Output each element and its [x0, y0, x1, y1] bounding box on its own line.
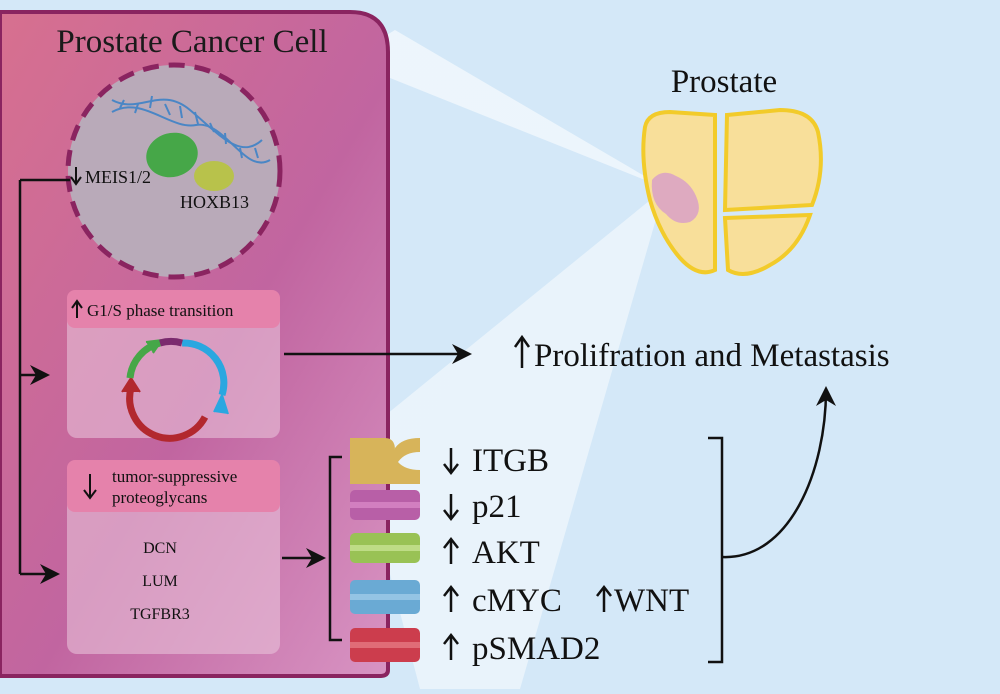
- gene-dcn: DCN: [143, 540, 177, 557]
- receptor-cmyc-icon: [350, 580, 420, 614]
- g1s-label: G1/S phase transition: [87, 301, 234, 320]
- gene-lum: LUM: [142, 573, 178, 590]
- hoxb13-protein-icon: [194, 161, 234, 191]
- zoom-beam-upper: [345, 30, 665, 188]
- receptor-psmad2-icon: [350, 628, 420, 662]
- receptor-p21-icon: [350, 490, 420, 520]
- signal-itgb-label: ITGB: [472, 443, 549, 479]
- g1s-up-arrow-icon: [71, 299, 83, 318]
- receptor-itgb-icon: [350, 438, 420, 484]
- proteoglycan-box: tumor-suppressive proteoglycans DCN LUM …: [67, 460, 280, 654]
- signal-p21-label: p21: [472, 489, 522, 525]
- signaling-left-bracket: [328, 455, 342, 642]
- cell-cycle-box: G1/S phase transition: [67, 290, 280, 442]
- proteoglycan-label-line2: proteoglycans: [112, 488, 207, 507]
- cell-cycle-icon: [121, 338, 229, 442]
- signal-akt: AKT: [443, 535, 540, 571]
- psmad2-up-arrow-icon: [443, 632, 459, 660]
- zoom-beam-lower: [355, 188, 665, 689]
- proteoglycan-label-line1: tumor-suppressive: [112, 467, 237, 486]
- cmyc-up-arrow-icon: [443, 584, 459, 612]
- p21-down-arrow-icon: [443, 494, 459, 522]
- gene-tgfbr3: TGFBR3: [130, 606, 190, 623]
- signal-psmad2-label: pSMAD2: [472, 631, 600, 667]
- signal-itgb: ITGB: [443, 443, 549, 479]
- outcome-label: Prolifration and Metastasis: [534, 338, 890, 374]
- proteoglycan-down-arrow-icon: [83, 474, 97, 500]
- meis-label: MEIS1/2: [85, 167, 151, 187]
- akt-up-arrow-icon: [443, 536, 459, 564]
- dna-helix-icon: [111, 95, 271, 164]
- signaling-to-outcome-arrow: [721, 386, 836, 559]
- nucleus: MEIS1/2 HOXB13: [65, 62, 283, 280]
- signal-p21: p21: [443, 489, 522, 525]
- cell-title: Prostate Cancer Cell: [56, 24, 327, 60]
- signal-cmyc-label: cMYC: [472, 583, 562, 619]
- receptor-akt-icon: [350, 533, 420, 563]
- signal-cmyc: cMYC WNT: [443, 583, 689, 619]
- signal-wnt-label: WNT: [614, 583, 689, 619]
- signal-psmad2: pSMAD2: [443, 631, 600, 667]
- tumor-region: [651, 172, 699, 223]
- nucleus-connector: [18, 178, 70, 584]
- prostate-organ-icon: Prostate: [641, 64, 823, 276]
- itgb-down-arrow-icon: [443, 448, 459, 476]
- meis-down-arrow-icon: [70, 167, 82, 186]
- prostate-title: Prostate: [671, 64, 777, 100]
- meis-protein-icon: [146, 132, 198, 178]
- signaling-right-bracket: [708, 436, 724, 664]
- outcome-up-arrow-icon: [513, 334, 531, 368]
- signal-akt-label: AKT: [472, 535, 540, 571]
- outcome: Prolifration and Metastasis: [513, 334, 890, 374]
- hoxb13-label: HOXB13: [180, 192, 249, 212]
- wnt-up-arrow-icon: [596, 584, 612, 612]
